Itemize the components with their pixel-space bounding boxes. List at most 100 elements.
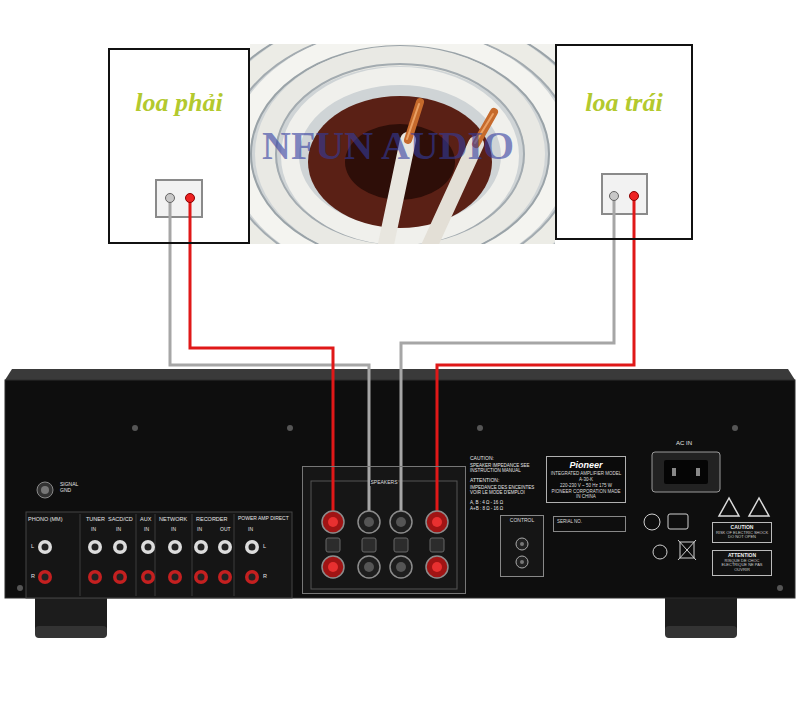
graphic-part [602,174,647,214]
channel-label: L [263,543,266,549]
warning-triangles [719,498,769,516]
graphic-part [432,517,442,527]
graphic-part [749,498,769,516]
control-box: CONTROL [500,515,544,577]
graphic-part [141,570,155,584]
graphic-part [396,562,406,572]
graphic-part [250,44,555,244]
graphic-part [358,511,380,533]
graphic-part [251,46,549,244]
graphic-part [777,585,783,591]
graphic-part [117,544,124,551]
input-label: RECORDER [196,516,227,522]
graphic-part [38,540,52,554]
channel-label: L [31,543,34,549]
graphic-part [613,196,616,238]
graphic-part [249,574,256,581]
graphic-part [189,198,192,242]
graphic-part [117,574,124,581]
graphic-part [385,102,494,244]
graphic-part [364,517,374,527]
graphic-part [222,544,229,551]
graphic-part [326,538,340,552]
graphic-part [250,44,555,244]
input-label: NETWORK [159,516,187,522]
graphic-part [156,180,202,217]
graphic-part [222,574,229,581]
graphic-part [719,498,739,516]
speaker-posts [303,467,465,593]
channel-label: R [263,573,267,579]
graphic-part [80,514,81,596]
terminal-block [110,50,248,242]
graphic-part [168,570,182,584]
graphic-part [92,544,99,551]
graphic-part [42,544,49,551]
rating-sticker: PioneerINTEGRATED AMPLIFIER MODEL A-30-K… [546,456,626,503]
graphic-part [198,544,205,551]
inlet-label: AC IN [676,440,692,447]
graphic-part [245,540,259,554]
graphic-part [678,540,696,560]
graphic-part [358,556,380,578]
graphic-part [198,574,205,581]
warning-text: IMPEDANCE DES ENCEINTES VOIR LE MODE D'E… [470,485,542,495]
graphic-part [390,556,412,578]
graphic-part [145,544,152,551]
speaker-wire [401,238,614,466]
jack-label: IN [144,527,149,533]
graphic-part [250,44,555,244]
graphic-part [390,511,412,533]
graphic-part [328,562,338,572]
speaker-name: loa phải [110,88,248,118]
warning-text: SPEAKER IMPEDANCE SEE INSTRUCTION MANUAL [470,463,542,473]
graphic-part [35,626,107,638]
input-label: PHONO (MM) [28,516,63,522]
graphic-part [37,482,53,498]
graphic-part [166,194,175,203]
signal-gnd-terminal [37,482,53,498]
jack-label: OUT [220,527,231,533]
caution-text: RISK OF ELECTRIC SHOCK DO NOT OPEN [715,531,769,540]
terminal-block [557,46,691,238]
channel-label: R [31,573,35,579]
graphic-part [696,468,700,476]
graphic-part [668,514,688,529]
graphic-part [250,44,555,244]
input-label: POWER AMP DIRECT [238,516,289,522]
caution-box: CAUTIONRISK OF ELECTRIC SHOCK DO NOT OPE… [712,522,772,543]
graphic-part [245,570,259,584]
caution-text: RISQUE DE CHOC ELECTRIQUE NE PAS OUVRIR [715,559,769,573]
graphic-part [250,44,555,244]
graphic-part [113,570,127,584]
impedance-note: A, B : 4 Ω - 16 Ω [470,500,503,505]
graphic-part [26,512,292,598]
speaker-box: loa trái [555,44,693,240]
speaker-wire [437,238,634,466]
graphic-part [38,570,259,584]
graphic-part [194,540,208,554]
certification-marks [644,514,696,560]
graphic-part [362,538,376,552]
graphic-part [432,562,442,572]
graphic-part [218,540,232,554]
graphic-part [394,538,408,552]
panel-label: SPEAKERS [370,480,399,486]
graphic-part [172,544,179,551]
graphic-part [250,44,555,244]
graphic-part [672,468,676,476]
graphic-part [477,425,483,431]
input-panel [26,512,292,598]
graphic-part [186,194,195,203]
graphic-part [132,425,138,431]
graphic-part [38,570,52,584]
speaker-box: loa phải [108,48,250,244]
graphic-part [41,486,49,494]
graphic-part [155,514,156,596]
terminal-label: SIGNAL GND [60,482,82,494]
graphic-part [249,544,256,551]
graphic-part [17,585,23,591]
impedance-note: A+B : 8 Ω - 16 Ω [470,506,503,511]
graphic-part [192,514,193,596]
